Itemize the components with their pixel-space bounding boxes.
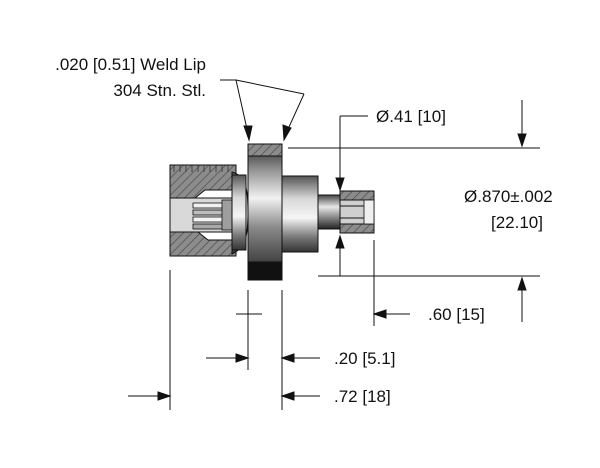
dimension-lines xyxy=(128,79,540,410)
pin-tip-hatch-bottom xyxy=(339,223,375,234)
socket-fingers xyxy=(192,199,237,231)
weld-lip-bottom xyxy=(247,261,283,281)
body-neck-band xyxy=(231,174,247,251)
connector-part xyxy=(169,143,375,281)
pin-shaft xyxy=(317,194,341,230)
threaded-body-hatch-bottom xyxy=(169,231,237,257)
pin-tip-face xyxy=(363,199,375,225)
weld-lip-material-label: 304 Stn. Stl. xyxy=(113,81,206,100)
flange-disc xyxy=(247,147,283,281)
overall-length-label: .72 [18] xyxy=(334,387,391,406)
dimension-labels: .020 [0.51] Weld Lip 304 Stn. Stl. Ø.41 … xyxy=(55,55,553,406)
flange-top-hatch xyxy=(247,143,283,157)
weld-flange xyxy=(247,143,283,281)
pin-length-label: .60 [15] xyxy=(428,305,485,324)
pin-tip-hatch-top xyxy=(339,190,375,201)
thread-ridges xyxy=(173,165,229,172)
threaded-body xyxy=(169,164,237,257)
flange-thickness-label: .20 [5.1] xyxy=(334,349,395,368)
pin-tip xyxy=(339,190,375,234)
middle-body xyxy=(281,175,319,253)
body-diameter-label: Ø.870±.002 xyxy=(464,187,553,206)
body-diameter-metric-label: [22.10] xyxy=(491,213,543,232)
pin-diameter-label: Ø.41 [10] xyxy=(376,107,446,126)
weld-lip-label: .020 [0.51] Weld Lip xyxy=(55,55,206,74)
